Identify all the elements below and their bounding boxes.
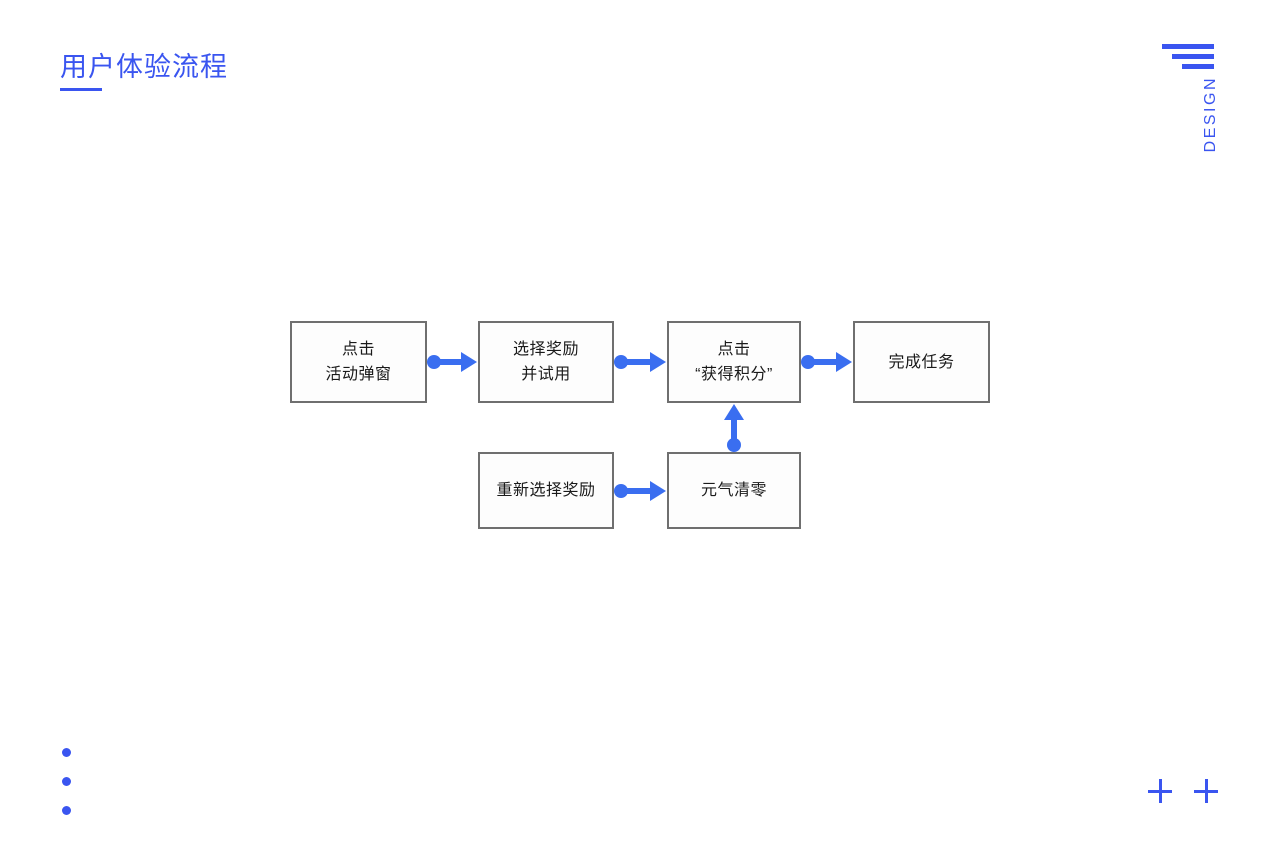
flow-arrow-n3-to-n4 [801, 350, 853, 374]
page-title: 用户体验流程 [60, 52, 228, 82]
design-bars-decoration [1152, 44, 1214, 74]
plus-icon [1148, 779, 1172, 803]
flow-node-choose-reward[interactable]: 选择奖励 并试用 [478, 321, 614, 403]
decoration-pluses [1148, 779, 1218, 803]
design-bar-1 [1162, 44, 1214, 49]
flow-node-click-get-points[interactable]: 点击 “获得积分” [667, 321, 801, 403]
flow-node-click-popup[interactable]: 点击 活动弹窗 [290, 321, 427, 403]
flow-arrow-n6-to-n3 [722, 403, 746, 452]
flow-node-reselect-reward[interactable]: 重新选择奖励 [478, 452, 614, 529]
decoration-dot [62, 777, 71, 786]
design-bar-3 [1182, 64, 1214, 69]
design-bar-2 [1172, 54, 1214, 59]
flow-arrow-n2-to-n3 [614, 350, 667, 374]
flow-arrow-n5-to-n6 [614, 479, 667, 503]
decoration-dots [62, 748, 71, 835]
flow-node-energy-reset[interactable]: 元气清零 [667, 452, 801, 529]
decoration-dot [62, 806, 71, 815]
flow-node-complete-task[interactable]: 完成任务 [853, 321, 990, 403]
page-title-underline [60, 88, 102, 91]
flow-arrow-n1-to-n2 [427, 350, 478, 374]
plus-icon [1194, 779, 1218, 803]
decoration-dot [62, 748, 71, 757]
